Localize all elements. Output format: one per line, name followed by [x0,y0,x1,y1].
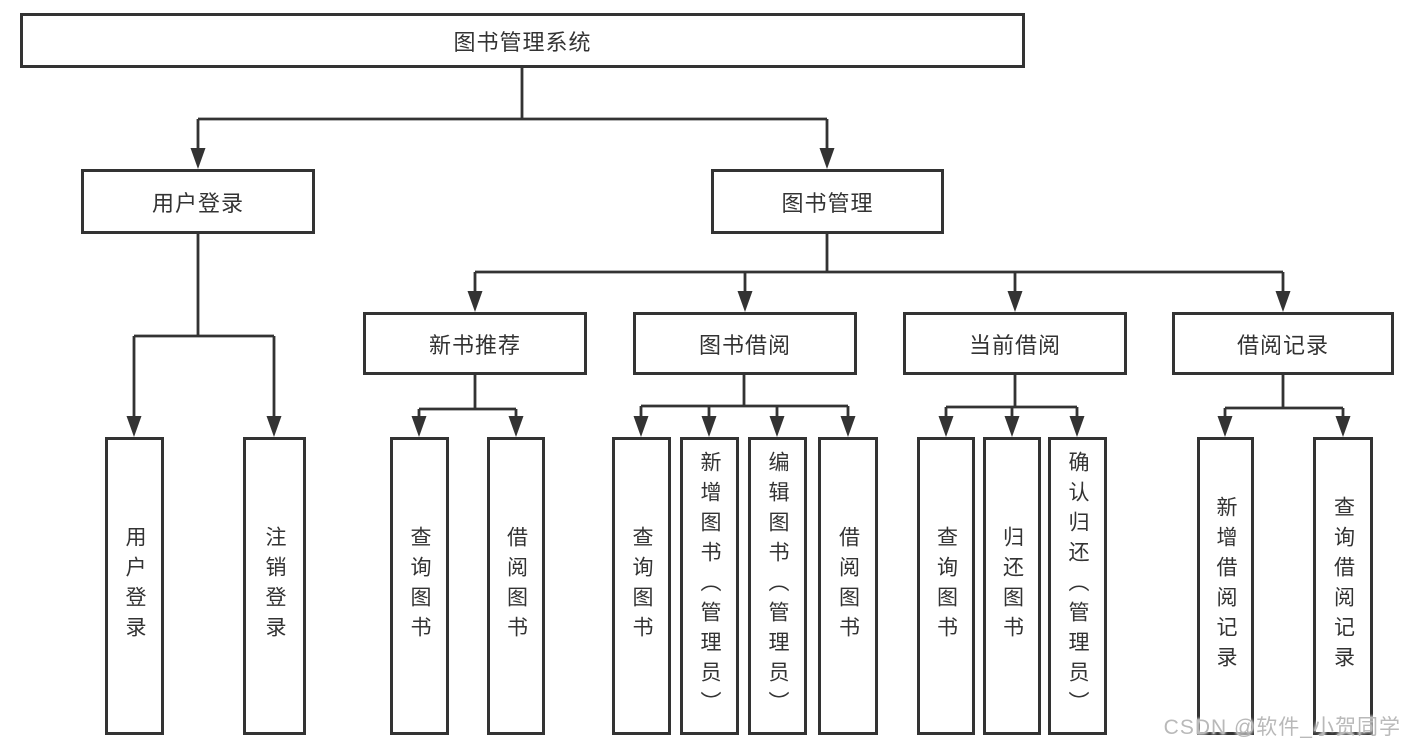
leaf-bb-edit-books-admin: 编辑图书（管理员） [748,437,807,735]
arrowhead [126,416,142,437]
arrowhead [411,416,427,437]
leaf-cb-query-books: 查询图书 [917,437,975,735]
node-borrowing-records: 借阅记录 [1172,312,1394,375]
leaf-br-add-record-label: 新增借阅记录 [1214,496,1237,676]
arrowhead [737,291,753,312]
leaf-bb-borrow-books-label: 借阅图书 [836,526,860,646]
node-current-borrowing: 当前借阅 [903,312,1127,375]
leaf-logout-label: 注销登录 [263,526,286,646]
arrowhead [1004,416,1020,437]
leaf-logout: 注销登录 [243,437,306,735]
node-current-borrowing-label: 当前借阅 [968,332,1061,358]
arrowhead [467,291,483,312]
node-book-borrowing-label: 图书借阅 [698,332,791,358]
arrowhead [1335,416,1351,437]
leaf-bb-query-books-label: 查询图书 [630,526,653,646]
leaf-rec-query-books-label: 查询图书 [408,526,431,646]
arrowhead [1217,416,1233,437]
leaf-bb-add-books-admin: 新增图书（管理员） [680,437,739,735]
leaf-user-login: 用户登录 [105,437,164,735]
leaf-user-login-label: 用户登录 [123,526,146,646]
node-book-management-label: 图书管理 [781,190,874,216]
arrowhead [1007,291,1023,312]
leaf-rec-borrow-books: 借阅图书 [487,437,545,735]
node-user-login-label: 用户登录 [151,190,244,216]
leaf-br-query-record: 查询借阅记录 [1313,437,1373,735]
leaf-cb-query-books-label: 查询图书 [934,526,958,646]
node-book-borrowing: 图书借阅 [633,312,857,375]
node-root-label: 图书管理系统 [453,29,592,55]
leaf-rec-borrow-books-label: 借阅图书 [504,526,528,646]
arrowhead [633,416,649,437]
arrowhead [819,148,835,169]
node-book-management: 图书管理 [711,169,944,234]
leaf-cb-return-books: 归还图书 [983,437,1041,735]
arrowhead [1069,416,1085,437]
leaf-rec-query-books: 查询图书 [390,437,449,735]
arrowhead [266,416,282,437]
node-root: 图书管理系统 [20,13,1025,68]
leaf-br-query-record-label: 查询借阅记录 [1331,496,1355,676]
node-user-login: 用户登录 [81,169,315,234]
arrowhead [769,416,785,437]
leaf-bb-add-books-admin-label: 新增图书（管理员） [698,451,721,721]
leaf-bb-edit-books-admin-label: 编辑图书（管理员） [766,451,789,721]
arrowhead [508,416,524,437]
leaf-cb-confirm-return-admin: 确认归还（管理员） [1048,437,1107,735]
arrowhead [938,416,954,437]
csdn-watermark: CSDN @软件_小贺同学 [1163,716,1401,739]
arrowhead [701,416,717,437]
arrowhead [840,416,856,437]
leaf-cb-confirm-return-admin-label: 确认归还（管理员） [1066,451,1089,721]
leaf-bb-borrow-books: 借阅图书 [818,437,878,735]
arrowhead [1275,291,1291,312]
node-new-book-recommend-label: 新书推荐 [428,332,521,358]
node-new-book-recommend: 新书推荐 [363,312,587,375]
leaf-bb-query-books: 查询图书 [612,437,671,735]
leaf-br-add-record: 新增借阅记录 [1197,437,1254,735]
leaf-cb-return-books-label: 归还图书 [1000,526,1024,646]
node-borrowing-records-label: 借阅记录 [1236,332,1329,358]
arrowhead [190,148,206,169]
